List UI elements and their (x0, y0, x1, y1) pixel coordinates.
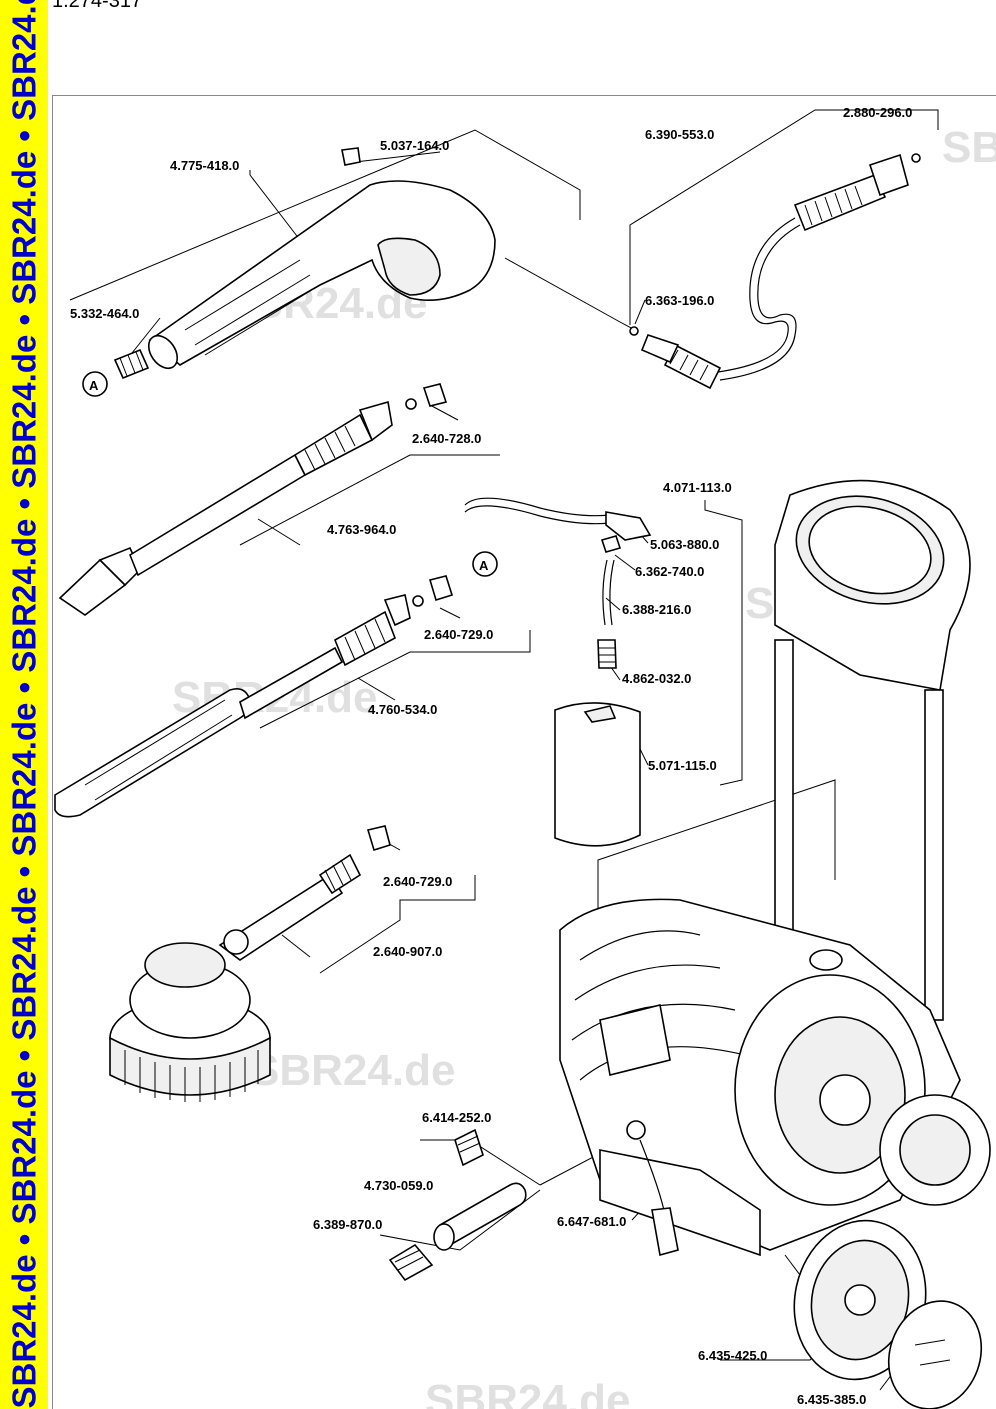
water-inlet-parts (388, 1120, 646, 1282)
label-filter: 4.862-032.0 (622, 671, 691, 686)
marker-a-label-2: A (479, 558, 489, 573)
detergent-system (464, 497, 652, 847)
document-id: 1.274-317 (52, 0, 143, 12)
vario-power-lance (54, 575, 454, 818)
label-valve-seal: 6.362-740.0 (635, 564, 704, 579)
gun-adapter (113, 348, 150, 380)
label-hose-connector: 6.389-870.0 (313, 1217, 382, 1232)
label-dirt-blaster: 4.763-964.0 (327, 522, 396, 537)
marker-a-1: A (82, 371, 108, 397)
label-hose-o-ring: 2.880-296.0 (843, 105, 912, 120)
part-labels: 2.880-296.0 6.390-553.0 5.037-164.0 4.77… (70, 105, 912, 1407)
label-detergent-unit: 4.071-113.0 (663, 480, 732, 495)
marker-a-2: A (472, 551, 498, 577)
label-suction-hose: 6.388-216.0 (622, 602, 691, 617)
dirt-blaster-lance (58, 383, 448, 616)
watermark-sidebar: SBR24.de • SBR24.de • SBR24.de • SBR24.d… (0, 0, 48, 1409)
label-inlet-coupling: 4.730-059.0 (364, 1178, 433, 1193)
label-wash-brush: 2.640-907.0 (373, 944, 442, 959)
wash-brush (109, 825, 391, 1102)
wheel-and-hubcap (793, 1219, 983, 1409)
watermark-6: SBR24.de (425, 1376, 630, 1409)
label-hub-cap: 6.435-385.0 (797, 1392, 866, 1407)
label-inlet-filter: 6.414-252.0 (422, 1110, 491, 1125)
marker-a-label-1: A (89, 378, 99, 393)
pressure-washer-unit (559, 479, 991, 1257)
high-pressure-hose (629, 153, 921, 390)
label-jet-nozzle-plug: 2.640-728.0 (412, 431, 481, 446)
label-gun-adapter: 5.332-464.0 (70, 306, 139, 321)
label-vario-lance: 4.760-534.0 (368, 702, 437, 717)
label-detergent-tank: 5.071-115.0 (648, 758, 717, 773)
label-detergent-valve: 5.063-880.0 (650, 537, 719, 552)
watermark-4: SBR24.de (250, 1046, 455, 1095)
label-hose-seal: 6.363-196.0 (645, 293, 714, 308)
watermark-5: SBR24.de (942, 123, 996, 172)
label-lock-clip: 5.037-164.0 (380, 138, 449, 153)
label-vario-plug: 2.640-729.0 (424, 627, 493, 642)
trigger-gun (147, 147, 496, 370)
label-brush-plug: 2.640-729.0 (383, 874, 452, 889)
label-power-cable: 6.647-681.0 (557, 1214, 626, 1229)
label-wheel: 6.435-425.0 (698, 1348, 767, 1363)
drawing-frame (52, 95, 996, 1409)
label-hp-hose: 6.390-553.0 (645, 127, 714, 142)
label-gun: 4.775-418.0 (170, 158, 239, 173)
